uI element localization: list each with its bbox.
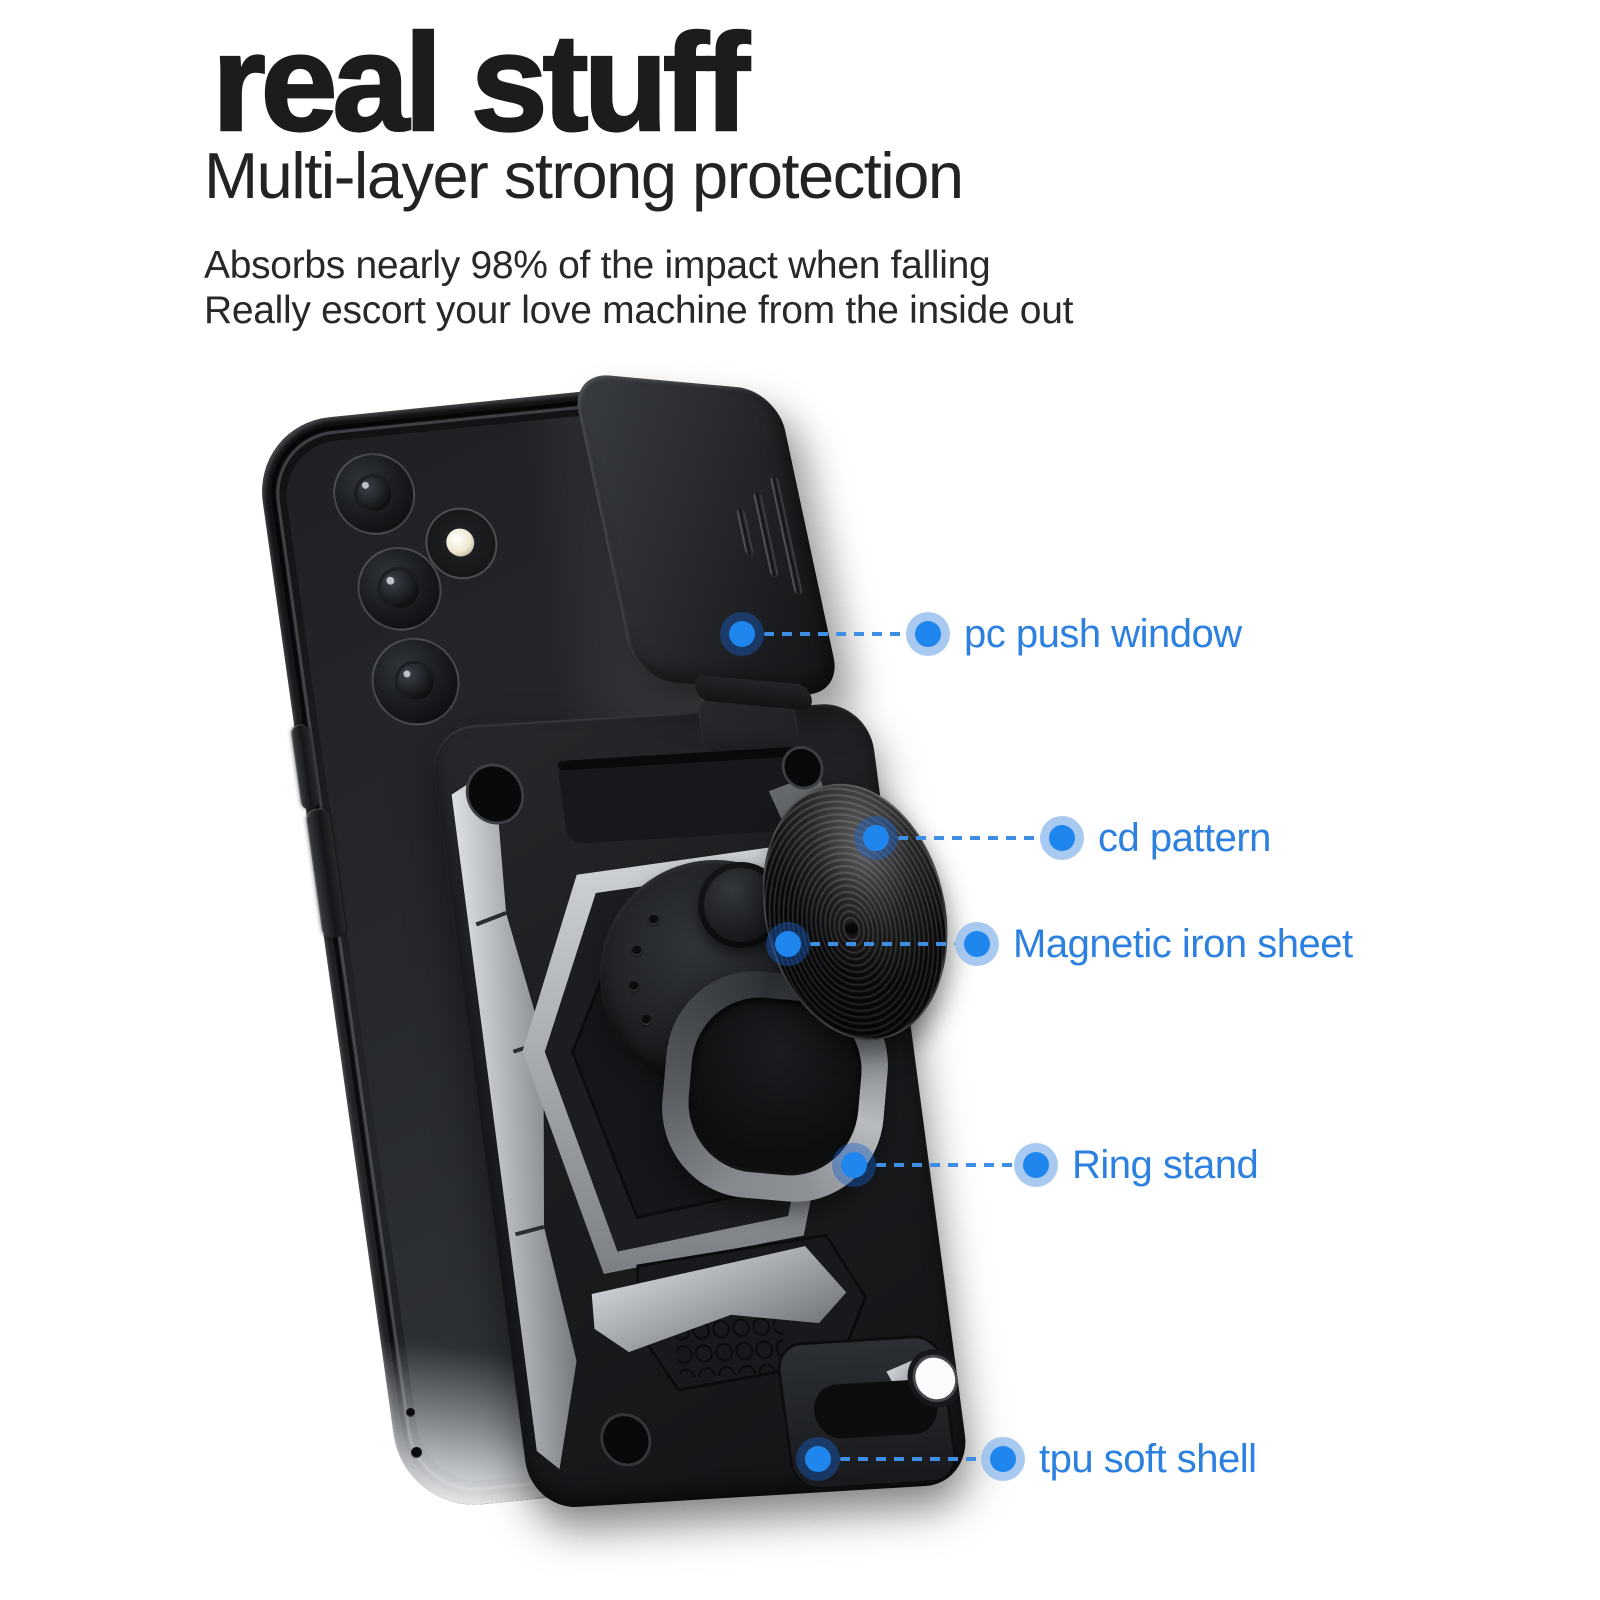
label-dot-icon	[1040, 816, 1084, 860]
anchor-dot-icon	[720, 612, 764, 656]
grip-slit	[769, 476, 803, 595]
description-line: Really escort your love machine from the…	[204, 289, 1074, 332]
label-dot-icon	[955, 922, 999, 966]
grip-slit	[736, 508, 754, 555]
page-title: real stuff	[211, 6, 751, 160]
mic-hole	[406, 1408, 415, 1417]
flash-led	[420, 504, 503, 583]
callout-magnetic-iron-sheet: Magnetic iron sheet	[766, 922, 1353, 966]
camera-lens	[365, 633, 466, 730]
anchor-dot-icon	[766, 922, 810, 966]
camera-lens	[352, 543, 447, 635]
dashed-leader-line	[876, 1163, 1014, 1167]
callout-label: tpu soft shell	[1039, 1436, 1257, 1481]
callout-label: Magnetic iron sheet	[1013, 921, 1353, 966]
dashed-leader-line	[898, 836, 1040, 840]
page-subtitle: Multi-layer strong protection	[204, 139, 964, 212]
dashed-leader-line	[810, 942, 955, 946]
label-dot-icon	[981, 1437, 1025, 1481]
description-line: Absorbs nearly 98% of the impact when fa…	[204, 244, 991, 287]
callout-tpu-soft-shell: tpu soft shell	[796, 1437, 1257, 1481]
callout-label: Ring stand	[1072, 1142, 1259, 1187]
callout-cd-pattern: cd pattern	[854, 816, 1271, 860]
callout-pc-push-window: pc push window	[720, 612, 1242, 656]
label-dot-icon	[1014, 1143, 1058, 1187]
flash-bulb	[444, 527, 477, 558]
grip-slit	[752, 492, 779, 577]
anchor-dot-icon	[854, 816, 898, 860]
dashed-leader-line	[840, 1457, 981, 1461]
camera-lens	[327, 449, 421, 539]
dashed-leader-line	[764, 632, 906, 636]
anchor-dot-icon	[832, 1143, 876, 1187]
callout-ring-stand: Ring stand	[832, 1142, 1259, 1187]
anchor-dot-icon	[796, 1437, 840, 1481]
label-dot-icon	[906, 612, 950, 656]
mic-hole	[411, 1447, 422, 1458]
callout-label: cd pattern	[1098, 815, 1271, 860]
callout-label: pc push window	[964, 611, 1242, 656]
